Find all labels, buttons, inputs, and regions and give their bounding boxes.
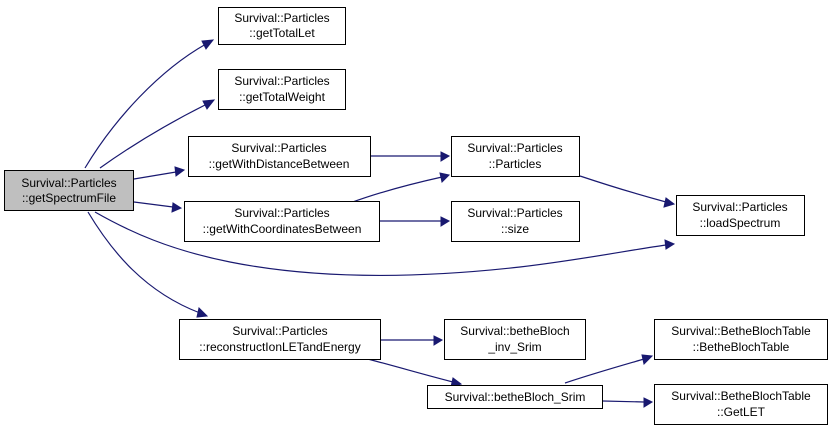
node-size[interactable]: Survival::Particles ::size bbox=[451, 201, 580, 242]
node-label-line2: ::getSpectrumFile bbox=[22, 191, 116, 205]
edge-reconstruct-to-betheBlochSrim bbox=[359, 356, 463, 388]
node-label-line2: ::getWithDistanceBetween bbox=[209, 157, 350, 171]
node-label-line1: Survival::betheBloch bbox=[460, 324, 569, 338]
node-label-line2: ::GetLET bbox=[717, 405, 766, 419]
node-get-total-let[interactable]: Survival::Particles ::getTotalLet bbox=[218, 7, 346, 45]
edge-root-to-loadSpectrum bbox=[94, 211, 676, 276]
node-label-line2: ::size bbox=[501, 222, 529, 236]
edge-getWithCoordinatesBetween-to-size bbox=[379, 216, 451, 227]
edge-root-to-reconstructIonLETandEnergy bbox=[87, 211, 209, 318]
edge-getWithDistanceBetween-to-particles bbox=[370, 151, 451, 162]
node-label-line1: Survival::Particles bbox=[234, 206, 329, 220]
node-get-total-weight[interactable]: Survival::Particles ::getTotalWeight bbox=[218, 69, 346, 110]
node-label-line1: Survival::BetheBlochTable bbox=[671, 389, 811, 403]
node-label-line2: ::BetheBlochTable bbox=[693, 340, 790, 354]
node-label-line1: Survival::Particles bbox=[467, 141, 562, 155]
node-label-line1: Survival::Particles bbox=[231, 141, 326, 155]
node-label-line2: _inv_Srim bbox=[487, 340, 541, 354]
edge-particles-to-loadSpectrum bbox=[579, 175, 676, 208]
node-label-line1: Survival::BetheBlochTable bbox=[671, 324, 811, 338]
node-label-line1: Survival::Particles bbox=[234, 11, 329, 25]
edge-betheBlochSrim-to-betheBlochTableCtor bbox=[564, 354, 654, 384]
edge-getWithCoordinatesBetween-to-particles bbox=[349, 172, 450, 204]
node-get-with-coordinates-between[interactable]: Survival::Particles ::getWithCoordinates… bbox=[184, 201, 380, 242]
node-label-line1: Survival::Particles bbox=[692, 200, 787, 214]
node-load-spectrum[interactable]: Survival::Particles ::loadSpectrum bbox=[676, 195, 805, 236]
node-label-line2: ::getTotalWeight bbox=[239, 90, 325, 104]
node-bethe-bloch-table-ctor[interactable]: Survival::BetheBlochTable ::BetheBlochTa… bbox=[654, 319, 828, 360]
node-label-line1: Survival::Particles bbox=[21, 176, 116, 190]
edge-root-to-getWithCoordinatesBetween bbox=[133, 201, 183, 213]
node-label-line2: ::reconstructIonLETandEnergy bbox=[199, 340, 360, 354]
nodes-layer: Survival::Particles ::getSpectrumFile Su… bbox=[4, 7, 828, 425]
node-get-with-distance-between[interactable]: Survival::Particles ::getWithDistanceBet… bbox=[188, 136, 371, 177]
node-label-line2: ::loadSpectrum bbox=[700, 216, 781, 230]
edge-reconstruct-to-betheBlochInvSrim bbox=[381, 335, 444, 346]
edge-betheBlochSrim-to-getLET bbox=[602, 397, 654, 408]
node-get-let[interactable]: Survival::BetheBlochTable ::GetLET bbox=[654, 384, 828, 425]
node-reconstruct-ion-let-and-energy[interactable]: Survival::Particles ::reconstructIonLETa… bbox=[179, 319, 381, 360]
node-bethe-bloch-srim[interactable]: Survival::betheBloch_Srim bbox=[427, 385, 603, 409]
node-label-line2: ::getWithCoordinatesBetween bbox=[203, 222, 362, 236]
node-label-line1: Survival::Particles bbox=[234, 74, 329, 88]
node-particles[interactable]: Survival::Particles ::Particles bbox=[451, 136, 580, 177]
node-label-line1: Survival::Particles bbox=[232, 324, 327, 338]
node-label-line1: Survival::betheBloch_Srim bbox=[445, 390, 586, 404]
node-label-line1: Survival::Particles bbox=[467, 206, 562, 220]
edge-root-to-getTotalWeight bbox=[99, 99, 216, 169]
node-label-line2: ::Particles bbox=[489, 157, 542, 171]
node-label-line2: ::getTotalLet bbox=[249, 26, 315, 40]
edges-layer bbox=[84, 39, 676, 408]
edge-root-to-getTotalLet bbox=[84, 39, 215, 169]
node-get-spectrum-file[interactable]: Survival::Particles ::getSpectrumFile bbox=[4, 170, 134, 211]
node-bethe-bloch-inv-srim[interactable]: Survival::betheBloch _inv_Srim bbox=[444, 319, 586, 360]
edge-root-to-getWithDistanceBetween bbox=[133, 166, 186, 180]
